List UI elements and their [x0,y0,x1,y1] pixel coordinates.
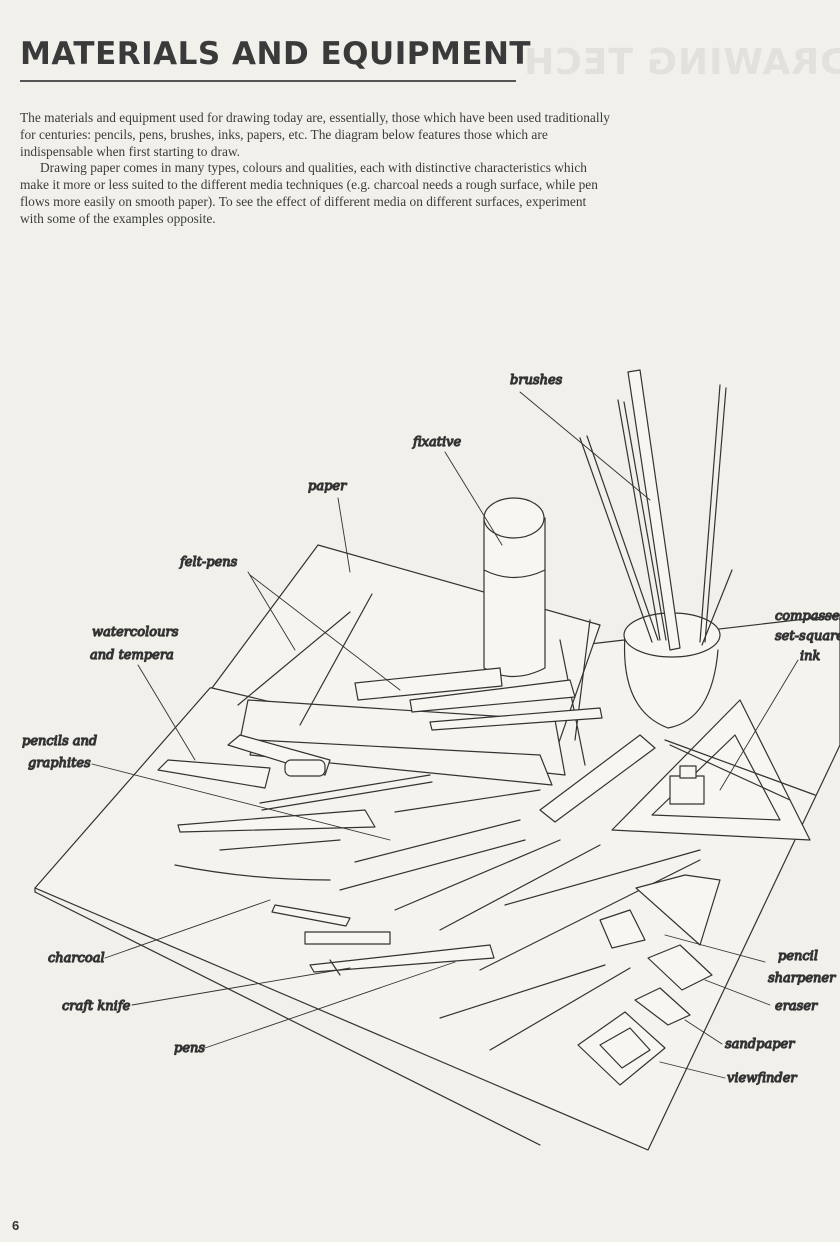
intro-text: The materials and equipment used for dra… [20,110,610,228]
label-tempera: and tempera [90,648,174,663]
show-through-header: DRAWING TECHNIQUES [520,42,840,83]
label-pens: pens [174,1041,205,1056]
ruler [539,734,656,823]
felt-pens [237,593,603,731]
label-paper: paper [308,479,347,494]
label-charcoal: charcoal [48,951,105,966]
label-viewfinder: viewfinder [727,1071,797,1086]
label-craft-knife: craft knife [62,999,131,1014]
label-sandpaper: sandpaper [725,1037,795,1052]
title-underline [20,80,516,82]
label-pencils: pencils and [22,734,97,749]
label-sharpener: sharpener [768,971,836,986]
charcoal-sticks [174,864,391,945]
page-title: MATERIALS AND EQUIPMENT [20,36,532,72]
intro-paragraph: Drawing paper comes in many types, colou… [20,160,598,226]
brushes [579,369,733,651]
label-felt-pens: felt-pens [179,555,238,570]
equipment-illustration: brushes fixative paper felt-pens waterco… [21,369,840,1151]
intro-paragraph: The materials and equipment used for dra… [20,110,610,159]
label-compasses: compasses [775,609,840,624]
small-tools [577,874,721,1086]
label-fixative: fixative [412,435,461,450]
label-graphites: graphites [28,756,91,771]
fixative-can [483,497,546,677]
pens-group [394,839,701,1051]
ink-bottle [669,765,705,805]
watercolour-tubes [157,734,331,789]
leader-lines [91,391,799,1079]
page-number: 6 [12,1218,20,1233]
label-watercolours: watercolours [92,625,179,640]
pencils-graphites [177,774,541,891]
label-ink: ink [800,649,821,664]
craft-knife [309,944,495,976]
label-eraser: eraser [775,999,818,1014]
label-pencil: pencil [778,949,818,964]
label-set-square: set-square [775,629,840,644]
label-brushes: brushes [510,373,563,388]
